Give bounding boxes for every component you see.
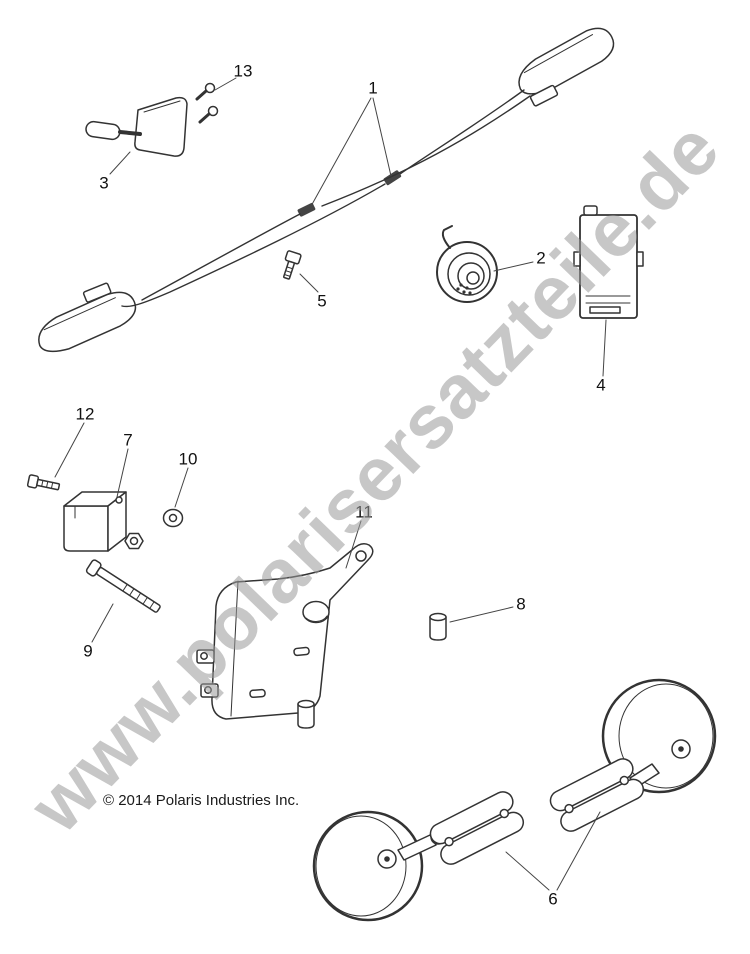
callout-8: 8 — [516, 594, 526, 614]
flasher-relay — [573, 205, 644, 319]
callout-1: 1 — [368, 78, 378, 98]
bolt-9 — [85, 559, 161, 613]
horn — [436, 225, 498, 303]
screw-5 — [283, 250, 302, 280]
callout-9: 9 — [83, 641, 93, 661]
license-bracket-11 — [196, 543, 374, 720]
mirror-left — [312, 791, 525, 922]
washer-10 — [162, 508, 184, 528]
callout-12: 12 — [75, 404, 95, 424]
callout-2: 2 — [536, 248, 546, 268]
spacer-8 — [429, 612, 447, 641]
screws-13 — [195, 82, 219, 124]
turn-signal-switch — [85, 96, 188, 157]
callout-3: 3 — [99, 173, 109, 193]
turn-signal-harness — [38, 27, 615, 353]
callout-11: 11 — [355, 502, 373, 522]
callout-10: 10 — [178, 449, 198, 469]
screw-12 — [26, 474, 61, 491]
callout-6: 6 — [548, 889, 558, 909]
callout-13: 13 — [233, 61, 253, 81]
mount-bracket-7 — [63, 491, 127, 552]
callout-5: 5 — [317, 291, 327, 311]
leader-lines — [54, 77, 607, 891]
callout-7: 7 — [123, 430, 133, 450]
copyright-text: © 2014 Polaris Industries Inc. — [103, 792, 300, 809]
callout-4: 4 — [596, 375, 606, 395]
nut — [124, 532, 144, 550]
mirror-right — [549, 678, 717, 832]
spacer-8b — [297, 699, 315, 729]
